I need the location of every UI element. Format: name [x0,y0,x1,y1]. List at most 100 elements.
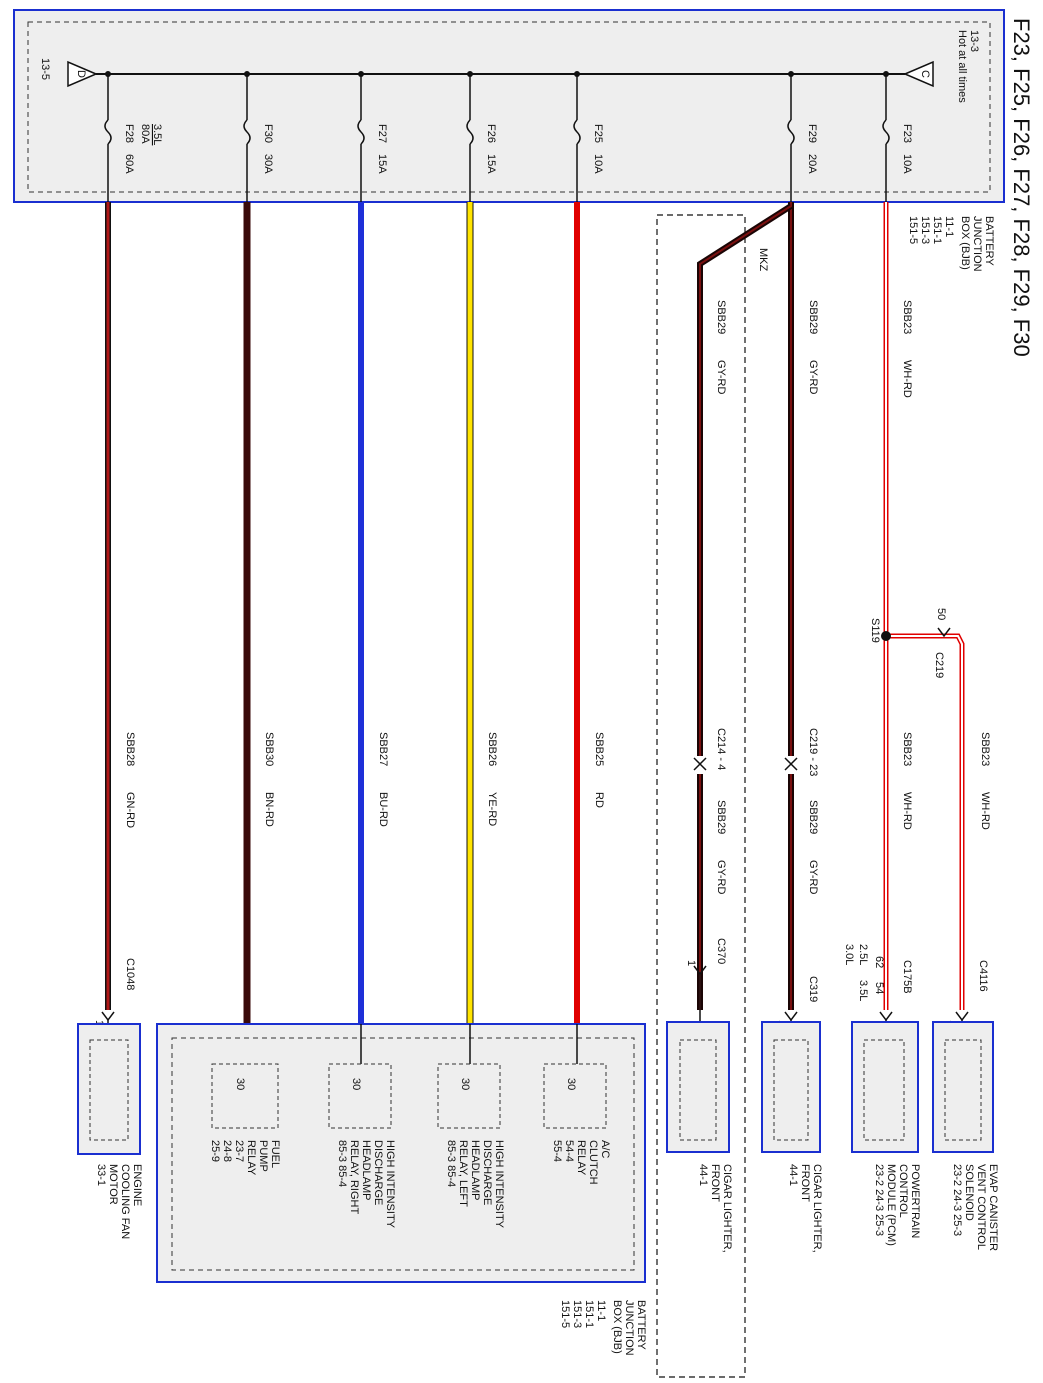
c175b-engine-c: 3.0L [843,944,855,965]
c1048-name: C1048 [124,958,136,990]
fuse-f29: F29 20A [787,71,818,202]
relay-fuel-pump: 30 FUEL PUMP RELAY 23-7 24-8 25-9 [209,1063,281,1176]
wire-sbb28-circuit: SBB28 [124,732,136,766]
relay-hid-right-line-2: DISCHARGE [372,1140,384,1205]
fuse-f27: F27 15A [357,71,388,202]
bjb-inner-dashed [27,21,991,193]
bjb-refs-top: 11-1 151-1 151-3 151-5 [907,216,955,244]
relay-hid-right-line-1: HIGH INTENSITY [384,1140,396,1229]
bjb-bottom-name-1: BATTERY [635,1300,647,1350]
pcm-line-3: MODULE (PCM) [885,1164,897,1246]
bjb-bottom-ref-1: 11-1 [595,1300,607,1321]
bus-d-letter: D [75,70,87,78]
wire-sbb27-circuit: SBB27 [377,732,389,766]
fuse-f28-alt-rating: 80A [139,124,151,144]
c370-name: C370 [715,938,727,964]
fan-line-4: 33-1 [95,1164,107,1186]
relay-fuel-line-2: PUMP [257,1140,269,1172]
fuse-f23: F23 10A [882,71,913,202]
bus-c-letter: C [919,70,931,78]
relay-hid-right-line-3: HEADLAMP [360,1140,372,1201]
pcm-line-1: POWERTRAIN [909,1164,921,1238]
wire-sbb23-evap-color: WH-RD [979,792,991,830]
wire-sbb29-mkz-lower-circuit: SBB29 [715,800,727,834]
cigar2-line-3: 44-1 [697,1164,709,1186]
wire-sbb25-circuit: SBB25 [593,732,605,766]
wire-sbb29-top-circuit: SBB29 [807,300,819,334]
wire-sbb23-pcm-circuit: SBB23 [901,732,913,766]
bjb-bottom-ref-2: 151-1 [583,1300,595,1328]
evap-line-1: EVAP CANISTER [987,1164,999,1251]
evap-line-2: VENT CONTROL [975,1164,987,1250]
relay-ac-pin: 30 [565,1078,577,1090]
bjb-ref-1: 11-1 [943,216,955,237]
fan-line-2: COOLING FAN [119,1164,131,1239]
cigar1-line-3: 44-1 [787,1164,799,1186]
wire-sbb23-evap-circuit: SBB23 [979,732,991,766]
wire-sbb29-lower-color: GY-RD [807,860,819,894]
fan-line-1: ENGINE [131,1164,143,1206]
fuse-f25-id: F25 [592,124,604,143]
bjb-frame [13,9,1005,203]
component-engine-cooling-fan: ENGINE COOLING FAN MOTOR 33-1 [77,1023,143,1239]
fuse-f25: F25 10A [573,71,604,202]
bjb-ref-3: 151-3 [919,216,931,244]
wire-sbb23 [883,202,965,1010]
relay-hid-left-line-2: DISCHARGE [481,1140,493,1205]
c175b-name: C175B [901,960,913,994]
wire-sbb30-circuit: SBB30 [263,732,275,766]
inline-connector-c219 [782,756,800,774]
relay-ac-line-2: CLUTCH [587,1140,599,1185]
fuse-f29-id: F29 [806,124,818,143]
inline-connector-c214 [691,756,709,774]
inline-c219-label: C219 - 23 [807,728,819,776]
fuse-f28: F28 60A 3.5L 80A [104,71,163,202]
bjb-bottom-ref-4: 151-5 [559,1300,571,1328]
c370-pin: 1 [685,960,697,966]
fuse-f28-id: F28 [123,124,135,143]
c175b-engine-b: 3.5L [857,980,869,1001]
wire-sbb29-top-color: GY-RD [807,360,819,394]
mkz-label: MKZ [757,248,769,272]
relay-hid-left-line-4: RELAY, LEFT [457,1140,469,1207]
relay-hid-right: 30 HIGH INTENSITY DISCHARGE HEADLAMP REL… [328,1024,396,1229]
c319-name: C319 [807,976,819,1002]
c175b-pin-25: 62 [873,956,885,968]
relay-fuel-line-1: FUEL [269,1140,281,1168]
inline-c214-label: C214 - 4 [715,728,727,770]
bjb-name-2: JUNCTION [971,216,983,272]
relay-fuel-pin: 30 [234,1078,246,1090]
relay-hid-right-line-4: RELAY, RIGHT [348,1140,360,1214]
relay-fuel-line-5: 24-8 [221,1140,233,1162]
wire-sbb30-color: BN-RD [263,792,275,827]
wire-sbb27-color: BU-RD [377,792,389,827]
wire-sbb29-mkz-lower-color: GY-RD [715,860,727,894]
relay-ac-line-4: 54-4 [563,1140,575,1162]
wire-sbb23-top-circuit: SBB23 [901,300,913,334]
bus-c-ref: 13-3 [968,30,980,52]
pcm-line-2: CONTROL [897,1164,909,1218]
c175b-engine-a: 2.5L [857,944,869,965]
wire-sbb29-mkz-top-circuit: SBB29 [715,300,727,334]
fuse-f29-rating: 20A [806,154,818,174]
bus-d-ref: 13-5 [39,58,51,80]
splice-pin: 50 [935,608,947,620]
relay-hid-left-pin: 30 [459,1078,471,1090]
wire-sbb29-mkz-top-color: GY-RD [715,360,727,394]
relay-fuel-line-6: 25-9 [209,1140,221,1162]
fuse-f26: F26 15A [466,71,497,202]
relay-hid-left-line-5: 85-3 85-4 [445,1140,457,1187]
wire-sbb25-color: RD [593,792,605,808]
bjb-name-3: BOX (BJB) [959,216,971,270]
relay-hid-left-line-1: HIGH INTENSITY [493,1140,505,1229]
fuse-f28-engine: 3.5L [151,124,163,145]
relay-hid-left: 30 HIGH INTENSITY DISCHARGE HEADLAMP REL… [437,1024,505,1229]
evap-line-4: 23-2 24-3 25-3 [951,1164,963,1236]
relay-fuel-line-4: 23-7 [233,1140,245,1162]
fuse-f27-rating: 15A [376,154,388,174]
splice-s119 [881,631,891,641]
component-pcm: POWERTRAIN CONTROL MODULE (PCM) 23-2 24-… [851,1021,921,1246]
wire-sbb26-circuit: SBB26 [486,732,498,766]
pcm-line-4: 23-2 24-3 25-3 [873,1164,885,1236]
c4116-name: C4116 [977,960,989,992]
